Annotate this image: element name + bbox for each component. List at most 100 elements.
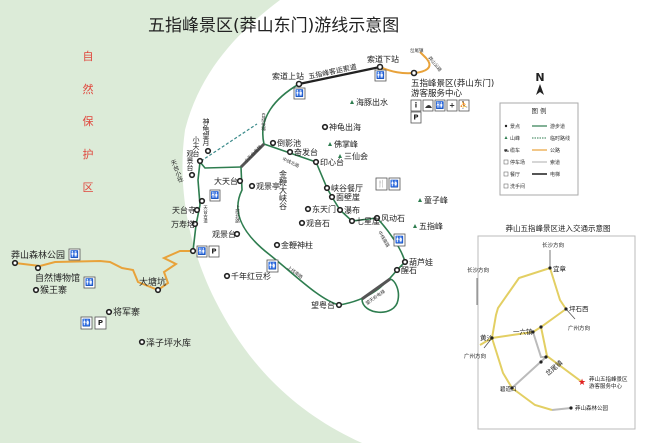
- svg-text:P: P: [211, 248, 216, 256]
- svg-text:一六镇: 一六镇: [513, 327, 533, 336]
- map-title: 五指峰景区(莽山东门)游线示意图: [148, 16, 399, 36]
- svg-text:停车场: 停车场: [510, 159, 525, 166]
- svg-text:天台寺: 天台寺: [172, 205, 196, 215]
- svg-text:电梯: 电梯: [550, 171, 560, 178]
- svg-text:醒石: 醒石: [401, 266, 417, 275]
- svg-text:中线北路: 中线北路: [281, 155, 301, 169]
- svg-text:峡谷餐厅: 峡谷餐厅: [331, 183, 363, 193]
- svg-text:莽山五指峰景区进入交通示意图: 莽山五指峰景区进入交通示意图: [506, 223, 611, 233]
- svg-text:公路: 公路: [550, 147, 560, 154]
- svg-text:东天门: 东天门: [312, 204, 336, 214]
- svg-text:🚻: 🚻: [376, 71, 385, 80]
- svg-text:景点: 景点: [510, 123, 520, 130]
- nature-reserve-area: [0, 0, 362, 443]
- svg-text:游步道: 游步道: [550, 123, 565, 130]
- svg-text:⛹: ⛹: [460, 101, 469, 110]
- svg-text:金鞭大峡谷: 金鞭大峡谷: [279, 169, 288, 211]
- svg-text:大天台: 大天台: [214, 176, 238, 186]
- svg-text:然: 然: [83, 82, 94, 96]
- svg-text:佛掌峰: 佛掌峰: [334, 139, 358, 149]
- svg-text:上线南路: 上线南路: [286, 264, 305, 281]
- svg-text:大塘坑: 大塘坑: [139, 276, 166, 288]
- svg-text:金鞭神柱: 金鞭神柱: [281, 240, 313, 250]
- svg-text:七星崖: 七星崖: [356, 217, 380, 226]
- peaks: [328, 100, 422, 228]
- svg-text:广州方向: 广州方向: [568, 324, 590, 332]
- svg-text:护: 护: [83, 147, 94, 161]
- reserve-label: 自 然 保 护 区: [83, 50, 94, 194]
- svg-text:🚻: 🚻: [85, 278, 94, 287]
- svg-text:缆车: 缆车: [510, 147, 520, 154]
- elevator-b: [361, 277, 391, 301]
- svg-text:小天台电梯: 小天台电梯: [242, 143, 263, 164]
- svg-text:索道下站: 索道下站: [367, 54, 399, 64]
- svg-text:奋发台: 奋发台: [294, 147, 318, 157]
- svg-text:广州方向: 广州方向: [464, 352, 486, 360]
- svg-text:P: P: [98, 319, 103, 327]
- facility-icons: i 🚻 + ⛹ P 🚻 🚻 🚻 🍴 🚻 🚻 🚻 🚻 P 🚻 🚻 🚻 P: [68, 69, 470, 330]
- svg-text:山峰: 山峰: [510, 135, 520, 142]
- svg-text:图 例: 图 例: [531, 106, 546, 115]
- svg-text:⛟: ⛟: [504, 148, 509, 153]
- cableway-line: [298, 65, 381, 86]
- svg-text:临时路线: 临时路线: [550, 135, 570, 142]
- svg-text:瀑布: 瀑布: [344, 205, 360, 215]
- svg-text:洗手间: 洗手间: [510, 183, 525, 190]
- svg-text:三仙会: 三仙会: [344, 151, 368, 161]
- svg-text:P: P: [413, 114, 418, 122]
- svg-text:🚻: 🚻: [295, 89, 304, 98]
- svg-text:🚻: 🚻: [268, 261, 277, 270]
- svg-text:莽山森林公园: 莽山森林公园: [11, 249, 65, 261]
- svg-text:游客服务中心: 游客服务中心: [589, 382, 623, 390]
- svg-text:将军寨: 将军寨: [113, 306, 140, 318]
- north-compass: N: [535, 71, 545, 95]
- svg-text:莽山五指峰景区: 莽山五指峰景区: [589, 375, 628, 383]
- svg-text:千年红豆杉: 千年红豆杉: [231, 271, 271, 281]
- svg-text:莽山森林公园: 莽山森林公园: [575, 404, 609, 412]
- svg-text:海豚出水: 海豚出水: [356, 97, 388, 107]
- svg-text:印心台: 印心台: [320, 157, 344, 167]
- svg-text:葫芦娃: 葫芦娃: [409, 257, 433, 267]
- elevator-a: [239, 142, 266, 169]
- svg-text:五指峰景区(莽山东门): 五指峰景区(莽山东门): [411, 78, 494, 89]
- svg-text:上线北路: 上线北路: [235, 204, 240, 225]
- svg-text:i: i: [415, 102, 417, 110]
- svg-text:🚻: 🚻: [390, 179, 399, 188]
- svg-text:保: 保: [83, 114, 94, 128]
- svg-text:🍴: 🍴: [377, 179, 386, 188]
- svg-text:碧道口: 碧道口: [500, 385, 517, 393]
- svg-text:五指峰: 五指峰: [419, 221, 443, 231]
- svg-text:坪石西: 坪石西: [569, 305, 589, 313]
- svg-text:观音石: 观音石: [306, 218, 330, 228]
- svg-text:区: 区: [83, 181, 94, 194]
- svg-text:面壁崖: 面壁崖: [336, 192, 360, 202]
- svg-text:观景台: 观景台: [186, 150, 194, 172]
- svg-text:🚻: 🚻: [436, 101, 445, 110]
- svg-text:宜章: 宜章: [553, 264, 567, 273]
- svg-text:索道: 索道: [550, 159, 560, 166]
- scenic-points: [11, 63, 418, 346]
- svg-text:黄沙: 黄沙: [480, 333, 494, 342]
- svg-text:🚻: 🚻: [198, 247, 207, 256]
- svg-text:索道上站: 索道上站: [272, 71, 304, 81]
- svg-text:望粤台: 望粤台: [311, 300, 335, 310]
- svg-text:泽子坪水库: 泽子坪水库: [146, 337, 191, 349]
- road-west: [14, 250, 193, 292]
- legend: 图 例 景点 游步道 山峰 临时路线 ⛟缆车 公路 停车场 索道 餐厅 电梯 洗…: [499, 102, 579, 196]
- svg-text:长沙方向: 长沙方向: [542, 241, 564, 249]
- svg-text:猴王寨: 猴王寨: [40, 284, 67, 296]
- svg-text:神龟出海: 神龟出海: [329, 122, 361, 132]
- svg-text:🚻: 🚻: [395, 235, 404, 244]
- temporary-route: [200, 123, 258, 162]
- svg-text:岔尾镇: 岔尾镇: [410, 47, 424, 54]
- svg-text:小天台: 小天台: [192, 135, 200, 158]
- destination-star-icon: ★: [578, 378, 586, 388]
- toilet-icons: 🚻 🚻 🚻 🍴 🚻 🚻 🚻 🚻 P 🚻 🚻 🚻 P: [68, 69, 406, 330]
- svg-text:五指峰客运索道: 五指峰客运索道: [308, 62, 358, 81]
- svg-text:观景亭: 观景亭: [256, 181, 280, 191]
- svg-text:风动石: 风动石: [381, 213, 405, 223]
- svg-text:观景台: 观景台: [212, 229, 236, 239]
- svg-text:餐厅: 餐厅: [510, 171, 520, 178]
- svg-text:天台古道: 天台古道: [203, 205, 208, 225]
